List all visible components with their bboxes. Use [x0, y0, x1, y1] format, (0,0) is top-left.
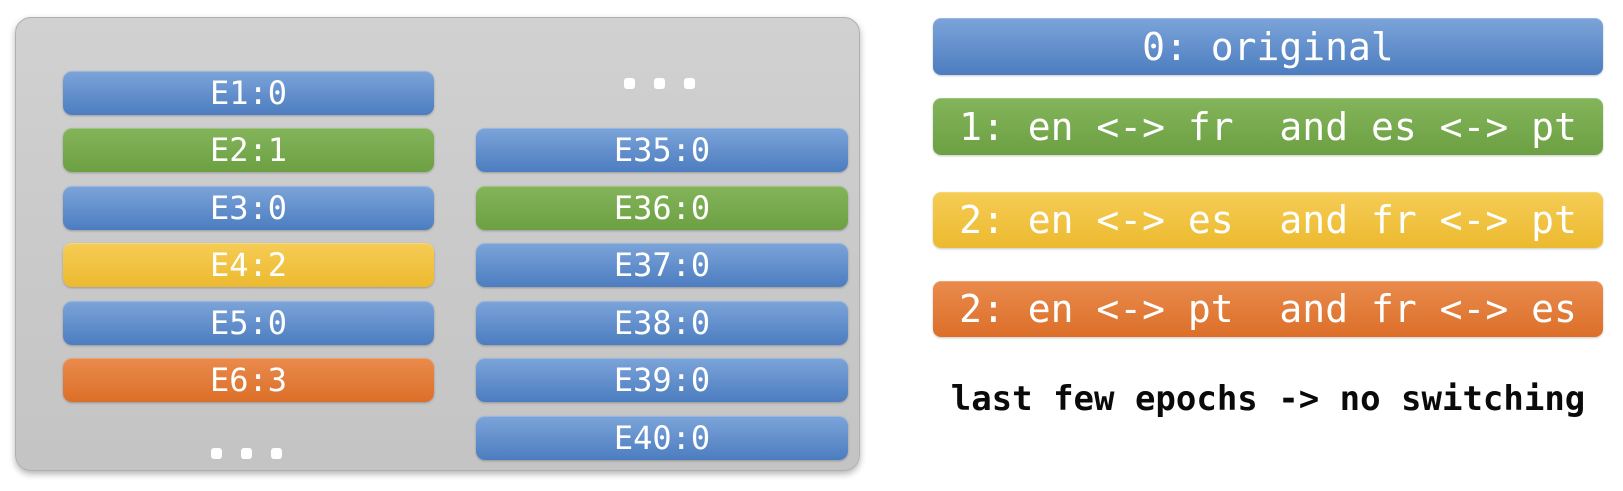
legend-item-switch-2b: 2: en <-> pt and fr <-> es [933, 281, 1603, 337]
dot-icon [211, 448, 222, 459]
dot-icon [654, 78, 665, 89]
epoch-pill-e37: E37:0 [476, 243, 848, 287]
legend-label: 2: en <-> pt and fr <-> es [959, 287, 1577, 331]
legend-label: 0: original [1142, 24, 1394, 69]
epoch-pill-label: E6:3 [209, 361, 288, 399]
dot-icon [241, 448, 252, 459]
epoch-pill-e6: E6:3 [63, 358, 434, 402]
epoch-pill-label: E37:0 [613, 246, 711, 284]
epoch-pill-label: E5:0 [209, 304, 288, 342]
ellipsis-dots-right [624, 78, 695, 89]
dot-icon [624, 78, 635, 89]
dot-icon [684, 78, 695, 89]
epoch-pill-label: E35:0 [613, 131, 711, 169]
epoch-schedule-panel: E1:0 E2:1 E3:0 E4:2 E5:0 E6:3 E35:0 E36:… [15, 17, 860, 471]
epoch-pill-label: E36:0 [613, 189, 711, 227]
epoch-pill-label: E1:0 [209, 74, 288, 112]
epoch-pill-e4: E4:2 [63, 243, 434, 287]
epoch-pill-e35: E35:0 [476, 128, 848, 172]
legend-label: 2: en <-> es and fr <-> pt [959, 198, 1577, 242]
epoch-pill-label: E39:0 [613, 361, 711, 399]
legend-item-switch-1: 1: en <-> fr and es <-> pt [933, 98, 1603, 155]
epoch-pill-label: E4:2 [209, 246, 288, 284]
epoch-pill-e5: E5:0 [63, 301, 434, 345]
epoch-pill-label: E40:0 [613, 419, 711, 457]
epoch-pill-label: E3:0 [209, 189, 288, 227]
legend-label: 1: en <-> fr and es <-> pt [959, 104, 1577, 149]
epoch-pill-e1: E1:0 [63, 71, 434, 115]
epoch-pill-label: E2:1 [209, 131, 288, 169]
epoch-pill-e2: E2:1 [63, 128, 434, 172]
epoch-pill-e36: E36:0 [476, 186, 848, 230]
ellipsis-dots-left [211, 448, 282, 459]
legend-note: last few epochs -> no switching [950, 379, 1586, 419]
epoch-pill-e3: E3:0 [63, 186, 434, 230]
epoch-pill-e39: E39:0 [476, 358, 848, 402]
epoch-pill-e38: E38:0 [476, 301, 848, 345]
legend-item-switch-2a: 2: en <-> es and fr <-> pt [933, 192, 1603, 248]
epoch-pill-e40: E40:0 [476, 416, 848, 460]
legend-item-original: 0: original [933, 18, 1603, 75]
dot-icon [271, 448, 282, 459]
epoch-pill-label: E38:0 [613, 304, 711, 342]
